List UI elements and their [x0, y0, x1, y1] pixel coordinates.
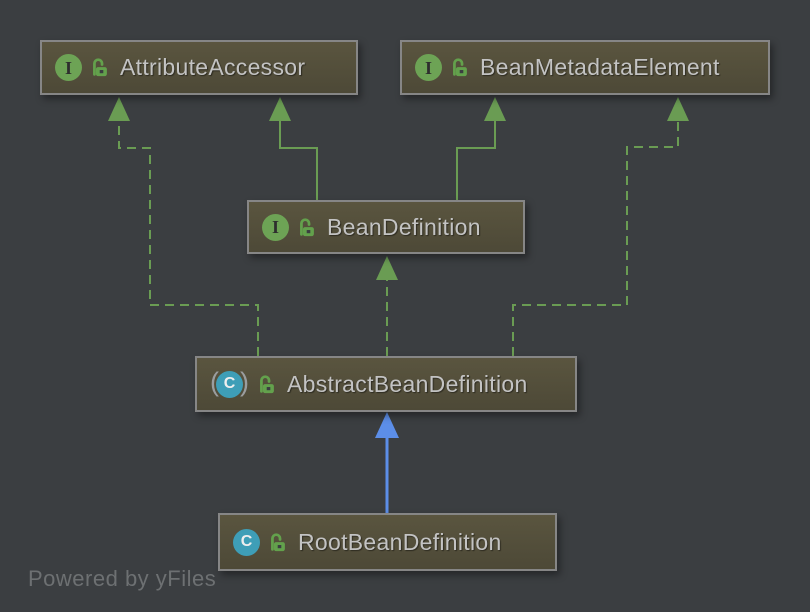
class-icon: C — [216, 370, 243, 398]
node-label: BeanMetadataElement — [480, 54, 720, 80]
node-label: AttributeAccessor — [120, 54, 306, 80]
node-beanmetadataelement[interactable]: I BeanMetadataElement — [400, 40, 770, 95]
edge-beandefinition-extends-attributeaccessor — [279, 119, 318, 200]
arrowhead-implements-attributeaccessor — [108, 97, 130, 121]
interface-icon: I — [55, 54, 82, 81]
node-rootbeandefinition[interactable]: C RootBeanDefinition — [218, 513, 557, 571]
edge-abstractbeandefinition-implements-attributeaccessor — [118, 119, 259, 356]
public-open-lock-icon — [451, 58, 468, 77]
public-open-lock-icon — [258, 374, 275, 394]
edge-abstractbeandefinition-implements-beanmetadataelement — [512, 119, 679, 356]
abstract-paren-right: ) — [240, 366, 249, 397]
node-abstractbeandefinition[interactable]: ( C ) AbstractBeanDefinition — [195, 356, 577, 412]
yfiles-watermark-link[interactable]: Powered by yFiles — [28, 566, 217, 591]
edge-beandefinition-extends-beanmetadataelement — [456, 119, 496, 200]
arrowhead-extends-abstractbeandefinition — [375, 412, 399, 438]
arrowhead-extends-attributeaccessor — [269, 97, 291, 121]
abstract-class-icon: ( C ) — [210, 366, 249, 398]
arrowhead-implements-beanmetadataelement — [667, 97, 689, 121]
node-label: RootBeanDefinition — [298, 528, 502, 555]
class-icon: C — [233, 528, 260, 556]
node-label: AbstractBeanDefinition — [287, 370, 528, 397]
arrowhead-implements-beandefinition — [376, 256, 398, 280]
node-beandefinition[interactable]: I BeanDefinition — [247, 200, 525, 254]
public-open-lock-icon — [91, 58, 108, 77]
abstract-paren-left: ( — [210, 366, 219, 397]
interface-icon: I — [262, 213, 289, 241]
node-label: BeanDefinition — [327, 213, 481, 240]
node-attributeaccessor[interactable]: I AttributeAccessor — [40, 40, 358, 95]
arrowhead-extends-beanmetadataelement — [484, 97, 506, 121]
public-open-lock-icon — [269, 532, 286, 552]
interface-icon: I — [415, 54, 442, 81]
public-open-lock-icon — [298, 217, 315, 237]
